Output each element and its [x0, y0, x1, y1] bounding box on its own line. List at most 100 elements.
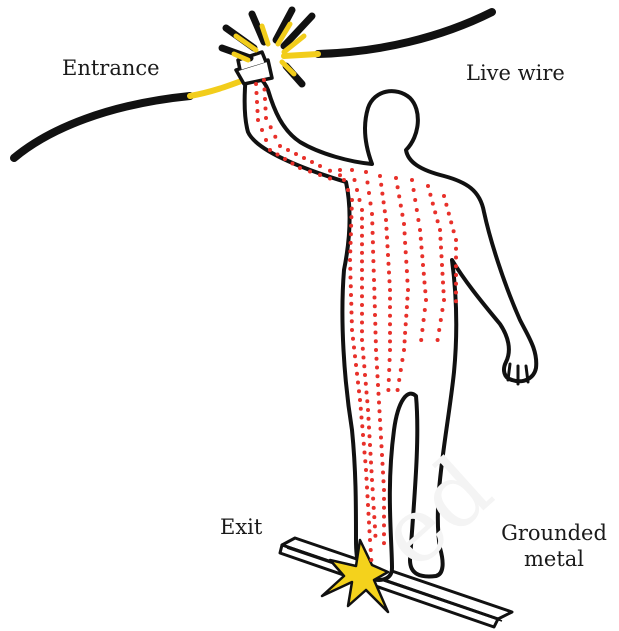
current-dot — [412, 188, 416, 192]
current-dot — [349, 232, 353, 236]
current-dot — [363, 373, 367, 377]
current-dot — [366, 181, 370, 185]
current-dot — [369, 461, 373, 465]
current-dot — [381, 471, 385, 475]
exit-label: Exit — [220, 514, 262, 540]
current-dot — [355, 372, 359, 376]
current-dot — [361, 433, 365, 437]
current-dot — [371, 487, 375, 491]
current-dot — [388, 305, 392, 309]
current-dot — [364, 382, 368, 386]
current-dot — [399, 204, 403, 208]
current-dot — [342, 178, 346, 182]
current-dot — [371, 240, 375, 244]
current-dot — [352, 346, 356, 350]
current-dot — [348, 258, 352, 262]
current-dot — [360, 416, 364, 420]
current-dot — [373, 322, 377, 326]
current-dot — [360, 277, 364, 281]
current-dot — [386, 253, 390, 257]
current-dot — [387, 271, 391, 275]
current-dot — [256, 118, 260, 122]
current-dot — [403, 241, 407, 245]
current-dot — [442, 289, 446, 293]
current-dot — [350, 319, 354, 323]
current-dot — [439, 246, 443, 250]
current-dot — [360, 338, 364, 342]
current-dot — [403, 331, 407, 335]
current-dot — [433, 210, 437, 214]
current-dot — [350, 207, 354, 211]
current-dot — [360, 303, 364, 307]
current-dot — [365, 391, 369, 395]
current-dot — [363, 459, 367, 463]
current-dot — [360, 251, 364, 255]
current-dot — [379, 427, 383, 431]
current-dot — [349, 224, 353, 228]
current-dot — [424, 298, 428, 302]
current-dot — [388, 339, 392, 343]
current-dot — [388, 358, 392, 362]
current-dot — [370, 221, 374, 225]
current-dot — [374, 339, 378, 343]
current-dot — [385, 227, 389, 231]
current-dot — [264, 116, 268, 120]
current-dot — [388, 288, 392, 292]
current-dot — [423, 289, 427, 293]
current-dot — [382, 200, 386, 204]
current-dot — [382, 479, 386, 483]
current-dot — [360, 259, 364, 263]
current-dot — [374, 348, 378, 352]
current-dot — [363, 451, 367, 455]
current-dot — [373, 304, 377, 308]
current-dot — [346, 188, 350, 192]
entrance-label: Entrance — [62, 55, 160, 81]
current-dot — [276, 153, 280, 157]
current-dot — [358, 398, 362, 402]
current-dot — [423, 281, 427, 285]
current-dot — [360, 321, 364, 325]
current-dot — [405, 279, 409, 283]
current-dot — [318, 173, 322, 177]
current-dot — [402, 222, 406, 226]
current-dot — [454, 282, 458, 286]
current-dot — [379, 436, 383, 440]
current-dot — [404, 250, 408, 254]
current-dot — [404, 260, 408, 264]
current-dot — [380, 192, 384, 196]
current-dot — [360, 225, 364, 229]
current-dot — [373, 313, 377, 317]
current-dot — [360, 286, 364, 290]
current-dot — [365, 486, 369, 490]
current-dot — [255, 91, 259, 95]
current-dot — [356, 381, 360, 385]
grounded-metal-label: Grounded metal — [494, 520, 614, 572]
current-dot — [368, 538, 372, 542]
current-dot — [263, 88, 267, 92]
current-dot — [403, 231, 407, 235]
current-dot — [396, 185, 400, 189]
current-dot — [422, 318, 426, 322]
current-dot — [377, 392, 381, 396]
current-dot — [358, 198, 362, 202]
current-dot — [310, 160, 314, 164]
current-dot — [386, 388, 390, 392]
current-dot — [360, 329, 364, 333]
current-dot — [369, 452, 373, 456]
current-dot — [444, 203, 448, 207]
current-dot — [286, 148, 290, 152]
live-wire-label: Live wire — [466, 60, 565, 86]
current-dot — [357, 389, 361, 393]
current-dot — [378, 418, 382, 422]
current-dot — [369, 558, 373, 562]
grounded-metal-label-line1: Grounded — [494, 520, 614, 546]
current-dot — [273, 135, 277, 139]
current-dot — [436, 219, 440, 223]
current-dot — [338, 173, 342, 177]
current-dot — [436, 338, 440, 342]
current-dot — [400, 213, 404, 217]
current-dot — [382, 541, 386, 545]
current-dot — [420, 254, 424, 258]
current-dot — [454, 264, 458, 268]
